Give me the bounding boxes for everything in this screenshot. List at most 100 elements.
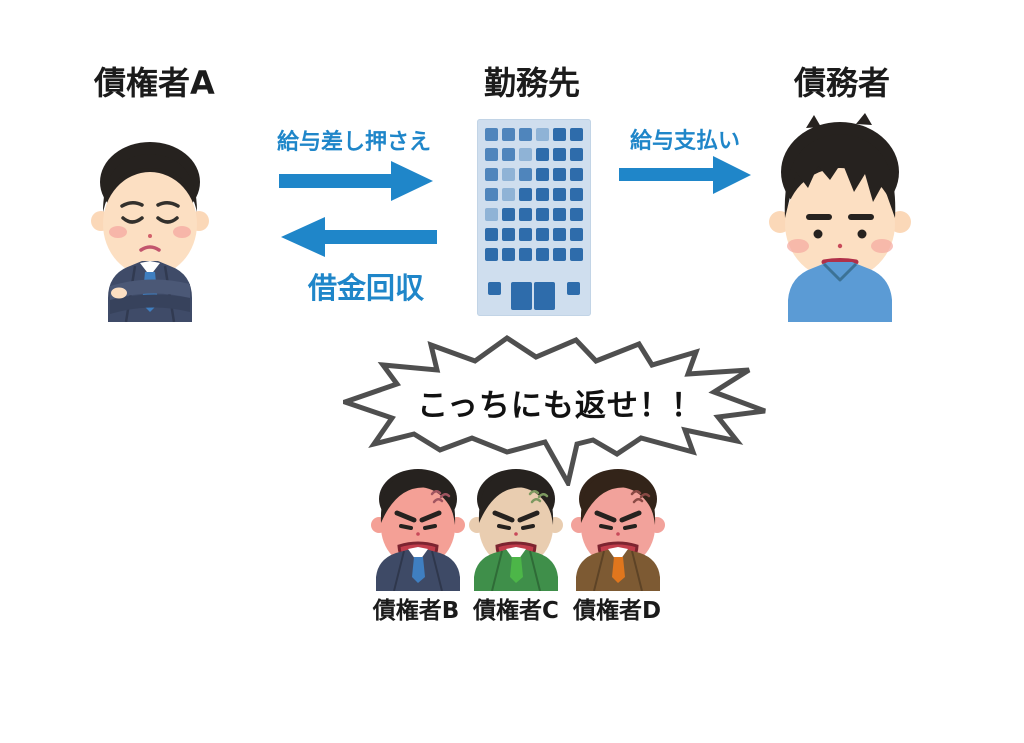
nose <box>148 234 152 238</box>
eye <box>813 229 823 239</box>
creditor-c-illustration <box>469 469 563 591</box>
eyebrow <box>806 214 832 220</box>
nose <box>837 243 843 249</box>
building-window <box>502 228 515 241</box>
building-window <box>536 248 549 261</box>
garnishment-arrow-label: 給与差し押さえ <box>276 130 431 155</box>
eye <box>857 229 867 239</box>
blush <box>871 239 893 253</box>
eye <box>623 524 637 530</box>
building-window <box>519 168 532 181</box>
nose <box>616 532 620 536</box>
mouth <box>821 258 859 265</box>
building-window <box>570 248 583 261</box>
lapel-line <box>529 550 541 591</box>
arrow-shape <box>281 217 437 257</box>
angry-eyebrow <box>419 510 442 523</box>
building-window <box>519 248 532 261</box>
collection-arrow-label: 借金回収 <box>307 271 424 305</box>
collection-left-arrow-icon <box>281 217 437 257</box>
creditor-d-illustration <box>571 469 665 591</box>
shout-speech-bubble <box>343 334 766 486</box>
building-window <box>553 248 566 261</box>
crossed-arm-upper <box>110 279 190 300</box>
building-door <box>511 282 532 310</box>
hair-fringe <box>103 154 197 212</box>
tie <box>412 557 425 583</box>
building-window <box>536 188 549 201</box>
building-window <box>570 208 583 221</box>
building-window <box>519 228 532 241</box>
lapel-line <box>491 550 503 591</box>
label-creditor-d: 債権者D <box>572 598 662 624</box>
building-window <box>553 128 566 141</box>
lapel-line <box>631 550 643 591</box>
building-window <box>485 248 498 261</box>
anger-mark-icon <box>528 490 549 504</box>
hair-fringe <box>478 471 554 525</box>
lapel-line <box>431 550 443 591</box>
label-creditor-c: 債権者C <box>473 598 559 624</box>
shirt <box>608 547 628 563</box>
hair-spike <box>806 115 821 128</box>
building-window <box>519 148 532 161</box>
building-window <box>553 208 566 221</box>
eyebrow <box>120 201 144 208</box>
building-ground-window <box>488 282 501 295</box>
anger-mark-icon <box>630 490 651 504</box>
face <box>103 172 197 276</box>
shirt <box>506 547 526 563</box>
building-window <box>485 228 498 241</box>
building-window <box>519 128 532 141</box>
building-window <box>570 188 583 201</box>
building-window <box>536 168 549 181</box>
building-window <box>553 168 566 181</box>
building-window <box>485 208 498 221</box>
building-ground-window <box>567 282 580 295</box>
building-window <box>553 148 566 161</box>
eye <box>497 524 511 530</box>
label-workplace: 勤務先 <box>484 64 581 102</box>
building-window <box>536 128 549 141</box>
building-window <box>502 208 515 221</box>
hair-fringe <box>784 134 896 218</box>
sweater <box>788 262 892 322</box>
crossed-arm-lower <box>110 294 190 314</box>
building-window <box>485 128 498 141</box>
eye <box>599 524 613 530</box>
building-window <box>502 168 515 181</box>
tie <box>612 557 625 583</box>
building-window <box>485 168 498 181</box>
eye <box>399 524 413 530</box>
building-window <box>519 188 532 201</box>
building-window <box>519 208 532 221</box>
nose <box>416 532 420 536</box>
building-window <box>536 148 549 161</box>
building-window <box>570 168 583 181</box>
building-window <box>570 128 583 141</box>
salary-right-arrow-icon <box>619 156 751 194</box>
blush <box>173 226 191 238</box>
frown-mouth <box>139 245 161 252</box>
building-window-grid <box>485 128 583 261</box>
building-window <box>485 148 498 161</box>
blush <box>787 239 809 253</box>
speech-bubble-burst-shape <box>343 334 766 486</box>
creditor-a-illustration <box>91 142 209 322</box>
shirt <box>408 547 428 563</box>
building-window <box>502 148 515 161</box>
hand <box>111 287 127 299</box>
garnishment-right-arrow-icon <box>279 161 433 201</box>
building-window <box>536 208 549 221</box>
face <box>785 168 895 280</box>
building-door <box>534 282 555 310</box>
lapel-line <box>393 550 405 591</box>
arrow-shape <box>279 161 433 201</box>
eye <box>521 524 535 530</box>
building-window <box>570 228 583 241</box>
eyebrow <box>156 201 180 208</box>
label-creditor-a: 債権者A <box>94 64 215 102</box>
building-window <box>502 248 515 261</box>
building-window <box>553 228 566 241</box>
